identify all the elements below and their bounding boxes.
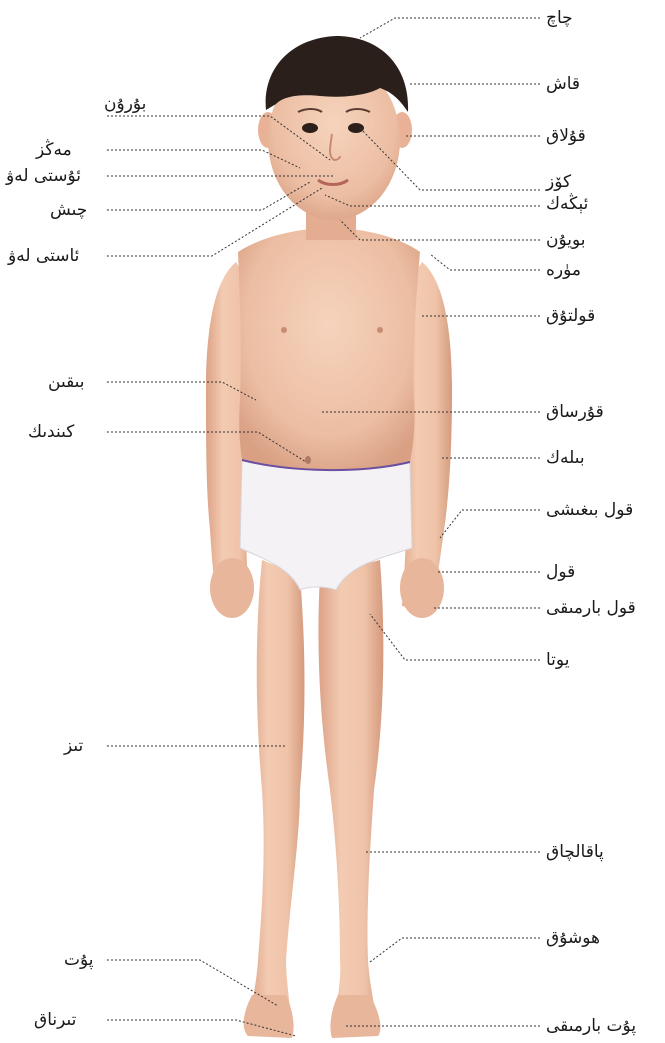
label-chach: چاچ — [546, 8, 573, 28]
label-mure: مۈرە — [546, 260, 581, 280]
right-eye — [302, 123, 318, 133]
label-astilev: ئاستى لەۋ — [8, 246, 79, 266]
torso — [238, 228, 420, 470]
label-tirnaq: تىرناق — [34, 1010, 76, 1030]
label-engek: ئېڭەك — [546, 194, 588, 214]
label-qash: قاش — [546, 74, 580, 94]
label-qursaq: قۇرساق — [546, 402, 604, 422]
label-put-barmiqi: پۇت بارمىقى — [546, 1016, 636, 1036]
label-paqalchaq: پاقالچاق — [546, 842, 604, 862]
label-qol-bighishi: قول بىغىشى — [546, 500, 633, 520]
navel — [305, 456, 311, 464]
label-buruun: بۇرۇن — [104, 94, 146, 114]
label-qol-barmiqi: قول بارمىقى — [546, 598, 636, 618]
label-tiz: تىز — [64, 736, 83, 756]
label-bilek: بىلەك — [546, 448, 585, 468]
label-ustilev: ئۇستى لەۋ — [6, 166, 81, 186]
left-leg — [318, 560, 383, 1032]
label-put: پۇت — [64, 950, 94, 970]
label-boyun: بويۇن — [546, 230, 586, 250]
right-hand — [210, 558, 254, 618]
left-hand — [400, 558, 444, 618]
label-mengiz: مەڭز — [36, 140, 72, 160]
label-hoshuq: ھوشۇق — [546, 928, 600, 948]
left-eye — [348, 123, 364, 133]
label-yota: يوتا — [546, 650, 569, 670]
label-qulaq: قۇلاق — [546, 126, 586, 146]
label-qol: قول — [546, 562, 575, 582]
label-qoltuq: قولتۇق — [546, 306, 595, 326]
left-foot — [330, 995, 380, 1038]
right-foot — [244, 995, 294, 1038]
label-biqin: بىقىن — [48, 372, 85, 392]
label-chish: چىش — [50, 200, 87, 220]
right-leg — [248, 560, 305, 1032]
label-kindik: كىندىك — [28, 422, 74, 442]
label-koz: كۆز — [546, 172, 571, 192]
